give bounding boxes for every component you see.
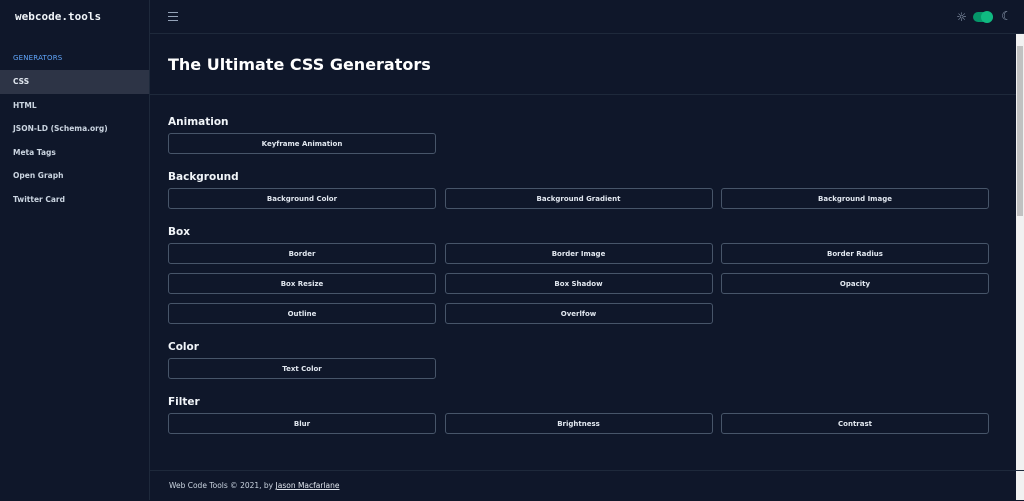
section-heading: Background <box>168 171 239 183</box>
sidebar: webcode.tools GENERATORS CSS HTML JSON-L… <box>0 0 150 500</box>
moon-icon: ☾ <box>1001 9 1012 23</box>
generator-button[interactable]: Blur <box>168 413 436 434</box>
section-heading: Box <box>168 226 190 238</box>
theme-toggle[interactable] <box>973 11 993 23</box>
generator-button[interactable]: Background Gradient <box>444 188 713 209</box>
logo[interactable]: webcode.tools <box>15 10 102 23</box>
generator-grid: Keyframe Animation <box>168 133 1016 154</box>
sidebar-item-css[interactable]: CSS <box>0 70 149 94</box>
sun-icon: ☼ <box>956 10 967 24</box>
generator-grid: Background Color Background Gradient Backg… <box>168 188 1016 209</box>
generator-button[interactable]: Opacity <box>721 273 989 294</box>
generator-button[interactable]: Border Radius <box>721 243 989 264</box>
author-link[interactable]: Jason Macfarlane <box>275 481 340 490</box>
generator-button[interactable]: Overlfow <box>444 303 713 324</box>
generator-button[interactable]: Background Image <box>721 188 989 209</box>
sidebar-section-label: GENERATORS <box>13 54 63 62</box>
section-heading: Color <box>168 341 199 353</box>
generator-button[interactable]: Outline <box>168 303 436 324</box>
scrollbar-thumb[interactable] <box>1017 46 1023 216</box>
sidebar-nav: CSS HTML JSON-LD (Schema.org) Meta Tags … <box>0 70 149 211</box>
section-heading: Animation <box>168 116 229 128</box>
generator-button[interactable]: Keyframe Animation <box>168 133 436 154</box>
sidebar-item-twitter-card[interactable]: Twitter Card <box>13 194 65 204</box>
sidebar-item-html[interactable]: HTML <box>13 100 37 110</box>
generator-button[interactable]: Text Color <box>168 358 436 379</box>
section-heading: Filter <box>168 396 200 408</box>
generator-button[interactable]: Contrast <box>721 413 989 434</box>
generator-button[interactable]: Background Color <box>168 188 436 209</box>
generator-button[interactable]: Border <box>168 243 436 264</box>
generator-button[interactable]: Border Image <box>444 243 713 264</box>
hamburger-menu-icon[interactable] <box>168 12 178 21</box>
footer-text: Web Code Tools © 2021, by <box>169 481 276 490</box>
scrollbar[interactable] <box>1016 34 1024 500</box>
generator-grid: Text Color <box>168 358 1016 379</box>
top-header: ☼ ☾ <box>150 0 1024 34</box>
generator-grid: Blur Brightness Contrast <box>168 413 1016 434</box>
sidebar-item-meta-tags[interactable]: Meta Tags <box>13 147 56 157</box>
footer: Web Code Tools © 2021, by Jason Macfarla… <box>150 470 1024 500</box>
generator-button[interactable]: Box Resize <box>168 273 436 294</box>
page-title: The Ultimate CSS Generators <box>168 55 431 74</box>
sidebar-item-open-graph[interactable]: Open Graph <box>13 171 64 180</box>
sidebar-item-json-ld[interactable]: JSON-LD (Schema.org) <box>13 124 108 133</box>
generator-button[interactable]: Brightness <box>444 413 713 434</box>
generator-button[interactable]: Box Shadow <box>444 273 713 294</box>
